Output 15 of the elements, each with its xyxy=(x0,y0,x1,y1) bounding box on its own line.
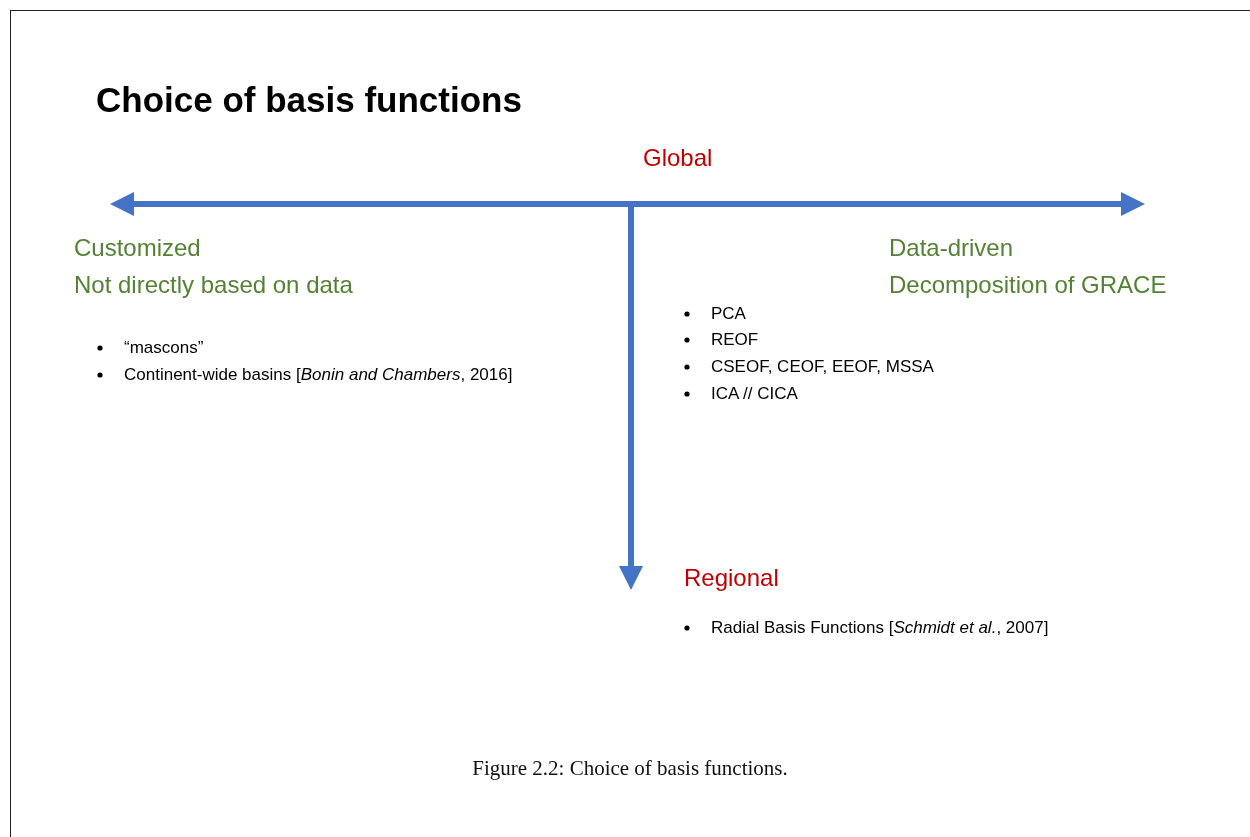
axis-label: Regional xyxy=(684,564,779,591)
list-item: “mascons” xyxy=(124,338,204,357)
list-item: Radial Basis Functions [Schmidt et al., 2007] xyxy=(711,618,1049,637)
title: Choice of basis functions xyxy=(96,80,522,120)
list-item: Continent-wide basins [Bonin and Chambers, 2016] xyxy=(124,365,513,384)
axis-label: Global xyxy=(643,144,713,171)
axis-label: Customized xyxy=(74,234,201,261)
figure-caption: Figure 2.2: Choice of basis functions. xyxy=(471,756,789,781)
list-item: PCA xyxy=(711,304,746,323)
list-item: REOF xyxy=(711,330,759,349)
axis-label: Decomposition of GRACE xyxy=(889,271,1167,298)
list-item: CSEOF, CEOF, EEOF, MSSA xyxy=(711,357,934,376)
axis-label: Not directly based on data xyxy=(74,271,353,298)
axis-label: Data-driven xyxy=(889,234,1014,261)
list-item: ICA // CICA xyxy=(711,384,798,403)
